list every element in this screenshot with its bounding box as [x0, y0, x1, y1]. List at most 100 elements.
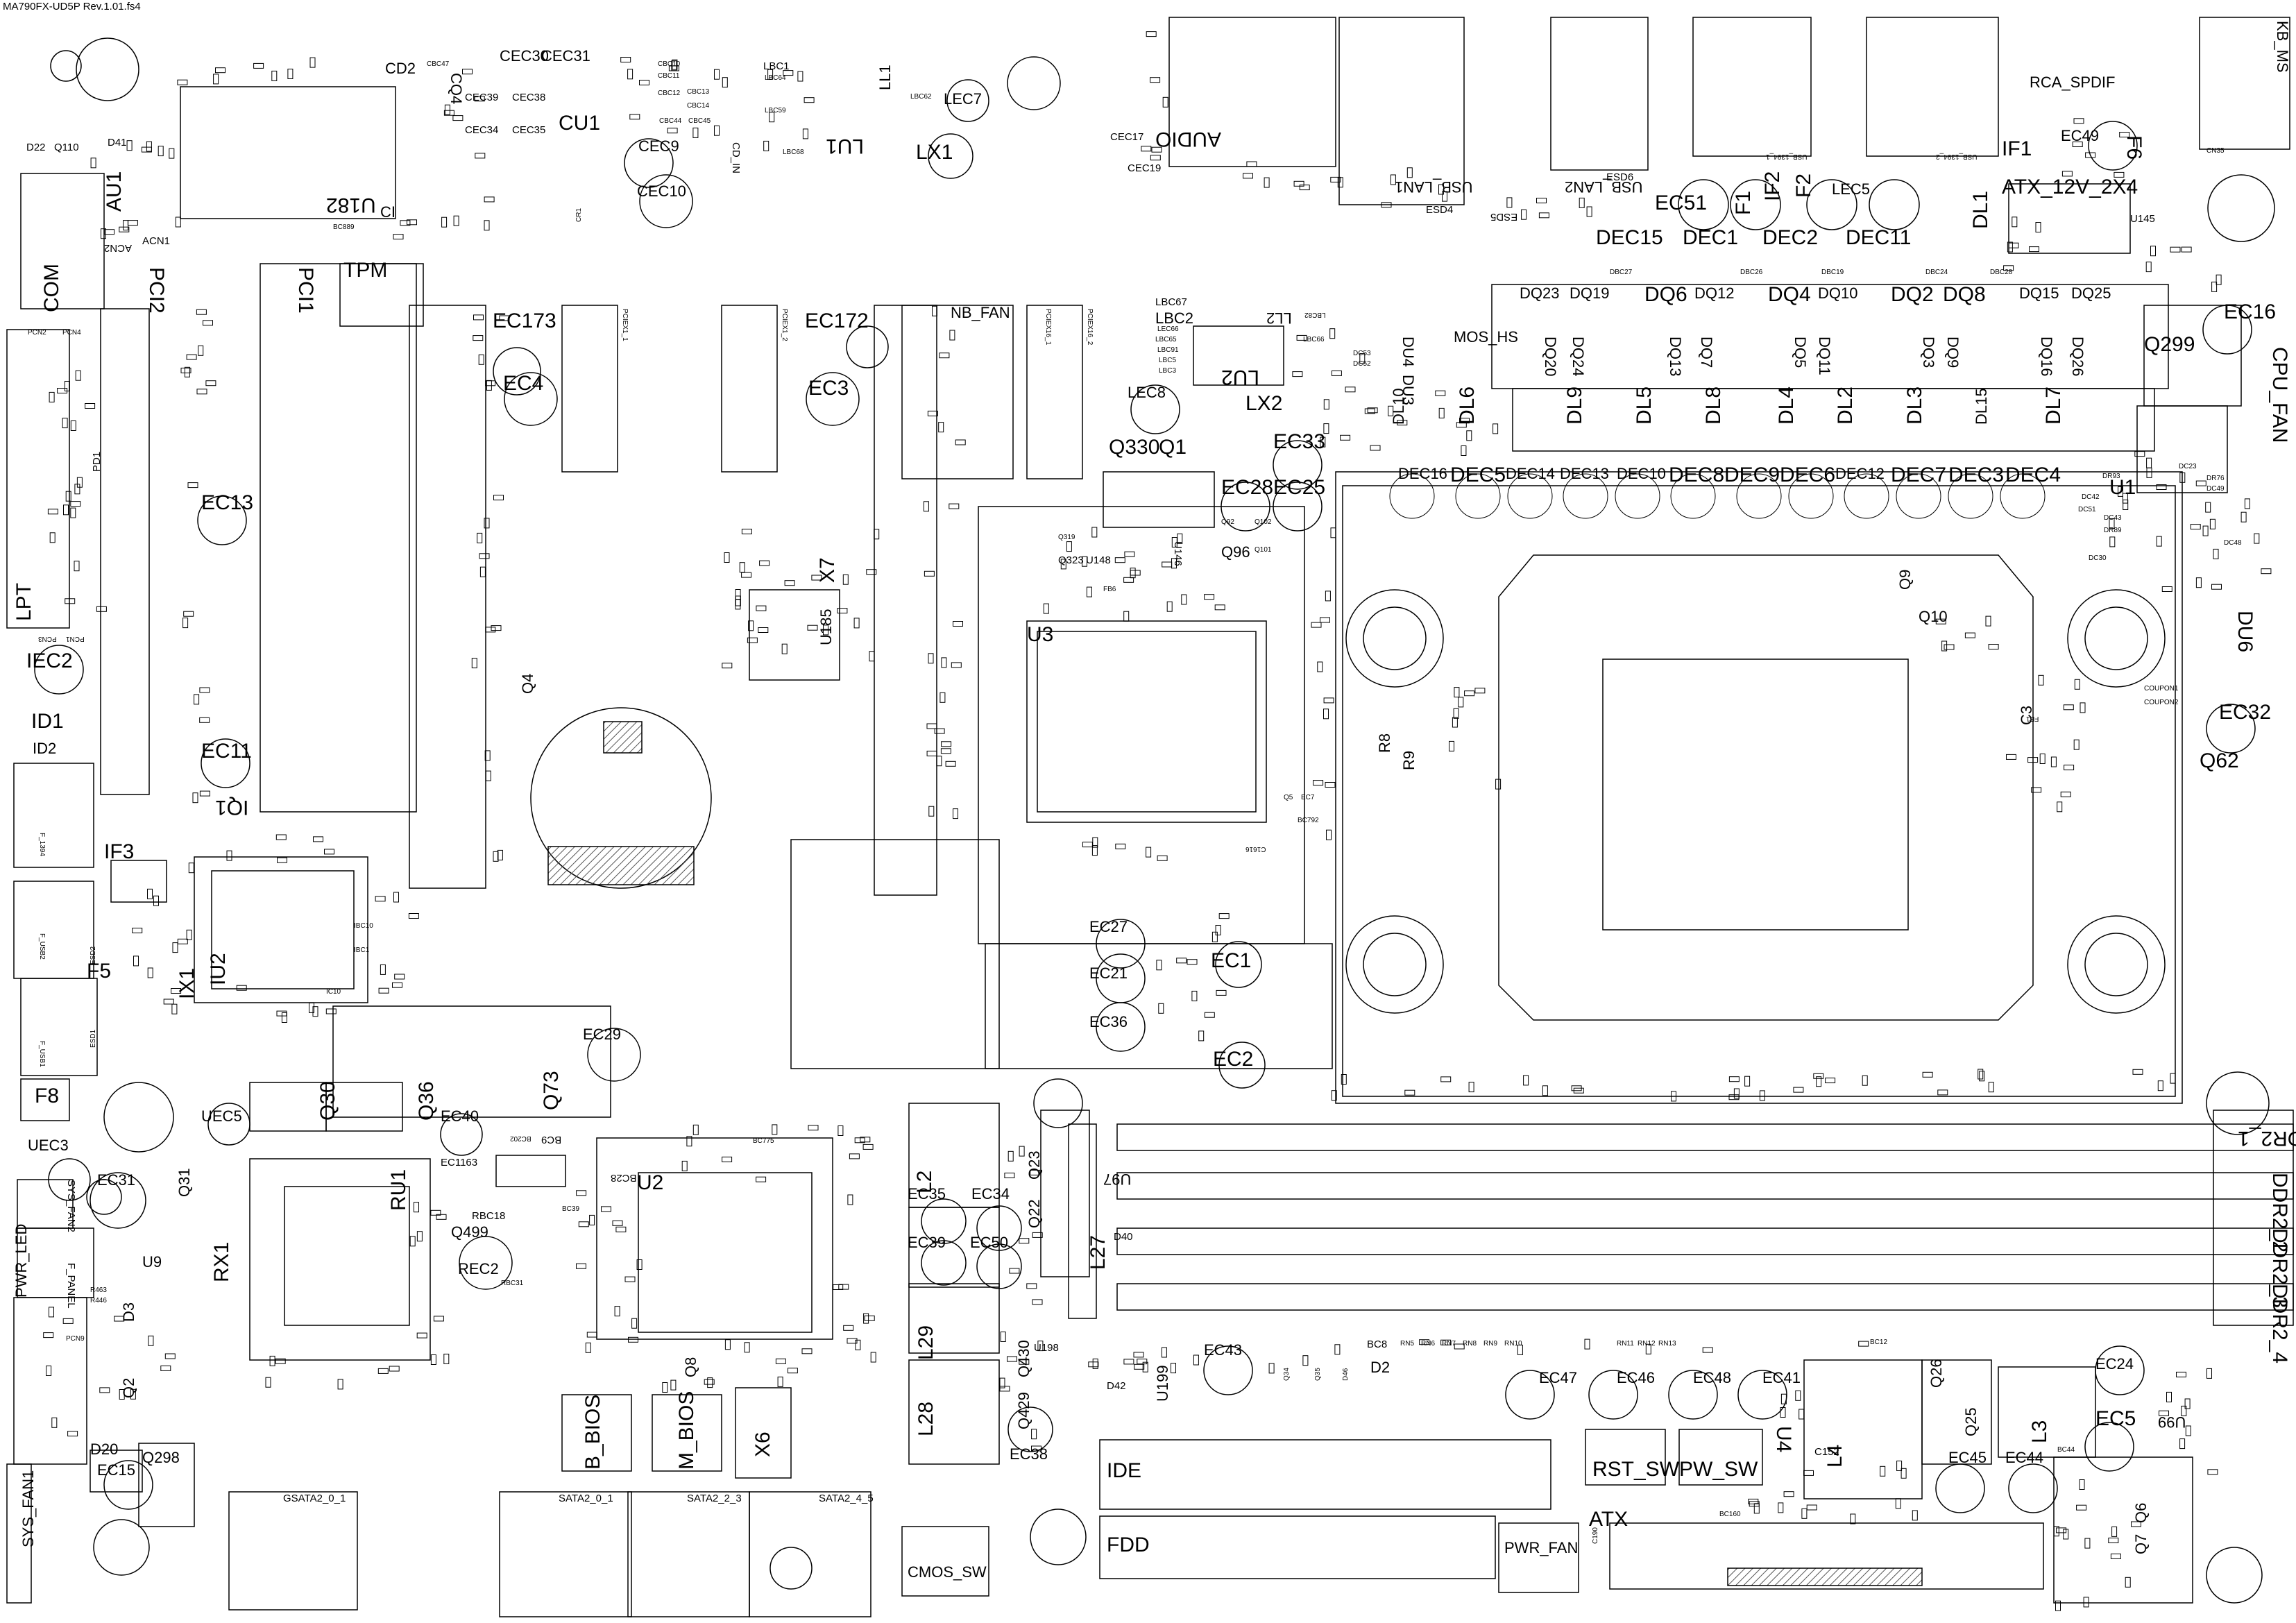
smd-pad [1311, 622, 1322, 628]
smd-pad [196, 389, 207, 395]
label-cec19: CEC19 [1128, 162, 1162, 174]
smd-pad [393, 234, 404, 240]
label-ec43: EC43 [1204, 1341, 1243, 1359]
smd-pad [862, 1144, 874, 1150]
smd-pad [1780, 1407, 1786, 1418]
label-cec30: CEC30 [500, 47, 549, 65]
smd-pad [2073, 118, 2084, 124]
label-small-cr1: CR1 [575, 207, 583, 222]
smd-pad [1912, 1510, 1918, 1521]
smd-pad [175, 216, 181, 228]
label-ec29: EC29 [583, 1026, 622, 1043]
smd-pad [2206, 1368, 2212, 1379]
smd-pad [949, 330, 955, 341]
smd-pad [213, 74, 219, 85]
smd-pad [1193, 1354, 1199, 1366]
smd-pad [2057, 801, 2063, 813]
smd-pad [1043, 603, 1049, 614]
smd-pad [1390, 174, 1396, 185]
smd-pad [2084, 1538, 2091, 1549]
smd-pad [1158, 1003, 1164, 1014]
smd-pad [1944, 644, 1955, 650]
label-ec48: EC48 [1693, 1369, 1732, 1386]
smd-pad [1538, 212, 1549, 219]
label-pcie2: PCIEX1_2 [781, 309, 788, 341]
smd-pad [1141, 146, 1152, 152]
smd-pad [104, 229, 115, 235]
smd-pad [114, 1316, 125, 1322]
label-ec15: EC15 [97, 1461, 136, 1479]
smd-pad [741, 529, 752, 534]
smd-pad [205, 380, 216, 386]
label-small-dc43: DC43 [2104, 514, 2122, 522]
label-dq26: DQ26 [2069, 337, 2086, 377]
smd-pad [1268, 1363, 1275, 1374]
smd-pad [1211, 931, 1218, 942]
smd-pad [2083, 1597, 2089, 1608]
smd-pad [1988, 1082, 1994, 1093]
smd-pad [1978, 1069, 1984, 1080]
smd-pad [866, 569, 877, 575]
smd-pad [380, 964, 386, 975]
label-ec27: EC27 [1089, 918, 1128, 935]
smd-pad [2109, 536, 2116, 547]
label-dl5: DL5 [1633, 386, 1656, 425]
label-ec1163: EC1163 [441, 1157, 478, 1169]
smd-pad [1341, 1074, 1347, 1085]
smd-pad [2125, 1577, 2131, 1588]
label-dq6: DQ6 [1644, 283, 1687, 306]
smd-pad [739, 562, 745, 573]
smd-pad [1456, 422, 1467, 428]
label-small-q92: Q92 [1221, 518, 1234, 526]
smd-pad [615, 1226, 627, 1232]
label-dq11: DQ11 [1816, 337, 1833, 375]
smd-pad [1246, 161, 1257, 167]
smd-pad [276, 1010, 287, 1017]
label-small-bc39: BC39 [562, 1205, 580, 1213]
smd-pad [692, 127, 699, 138]
label-small-d46: D46 [1342, 1368, 1350, 1381]
label-iu2: IU2 [207, 953, 230, 985]
smd-pad [1264, 177, 1270, 188]
smd-pad [926, 723, 937, 729]
label-pcie1: PCIEX1_1 [621, 309, 629, 341]
label-q4: Q4 [519, 673, 536, 694]
smd-pad [148, 1335, 154, 1346]
label-small-q34: Q34 [1283, 1368, 1291, 1381]
smd-pad [1115, 843, 1126, 849]
smd-pad [2181, 246, 2192, 253]
smd-pad [941, 741, 952, 747]
smd-pad [1798, 1409, 1805, 1420]
label-ec31: EC31 [97, 1171, 136, 1189]
label-small-rn10: RN10 [1504, 1340, 1522, 1348]
smd-pad [928, 806, 935, 817]
smd-pad [479, 566, 486, 577]
smd-pad [999, 1377, 1005, 1388]
smd-pad [126, 140, 133, 151]
label-dq7: DQ7 [1698, 337, 1715, 368]
smd-pad [199, 687, 210, 693]
smd-pad [2134, 451, 2145, 457]
smd-pad [926, 750, 937, 756]
smd-pad [636, 1259, 643, 1270]
smd-pad [2007, 241, 2013, 253]
label-small-dr93: DR93 [2102, 473, 2120, 480]
label-lx1: LX1 [916, 141, 953, 164]
smd-pad [781, 643, 788, 654]
smd-pad [375, 896, 386, 902]
label-ec40: EC40 [441, 1107, 479, 1125]
label-dq15: DQ15 [2019, 284, 2059, 302]
smd-pad [443, 1353, 450, 1364]
smd-pad [1935, 618, 1946, 624]
smd-pad [163, 999, 174, 1005]
smd-pad [1795, 1390, 1801, 1401]
label-ec50: EC50 [970, 1234, 1009, 1251]
smd-pad [158, 146, 164, 157]
smd-pad [1780, 1393, 1787, 1404]
smd-pad [1440, 1076, 1452, 1082]
label-dl10: DL10 [1390, 388, 1407, 425]
smd-pad [1299, 185, 1310, 191]
label-small-cbc44: CBC44 [659, 117, 682, 125]
smd-pad [1325, 782, 1336, 788]
smd-pad [1031, 1445, 1041, 1452]
